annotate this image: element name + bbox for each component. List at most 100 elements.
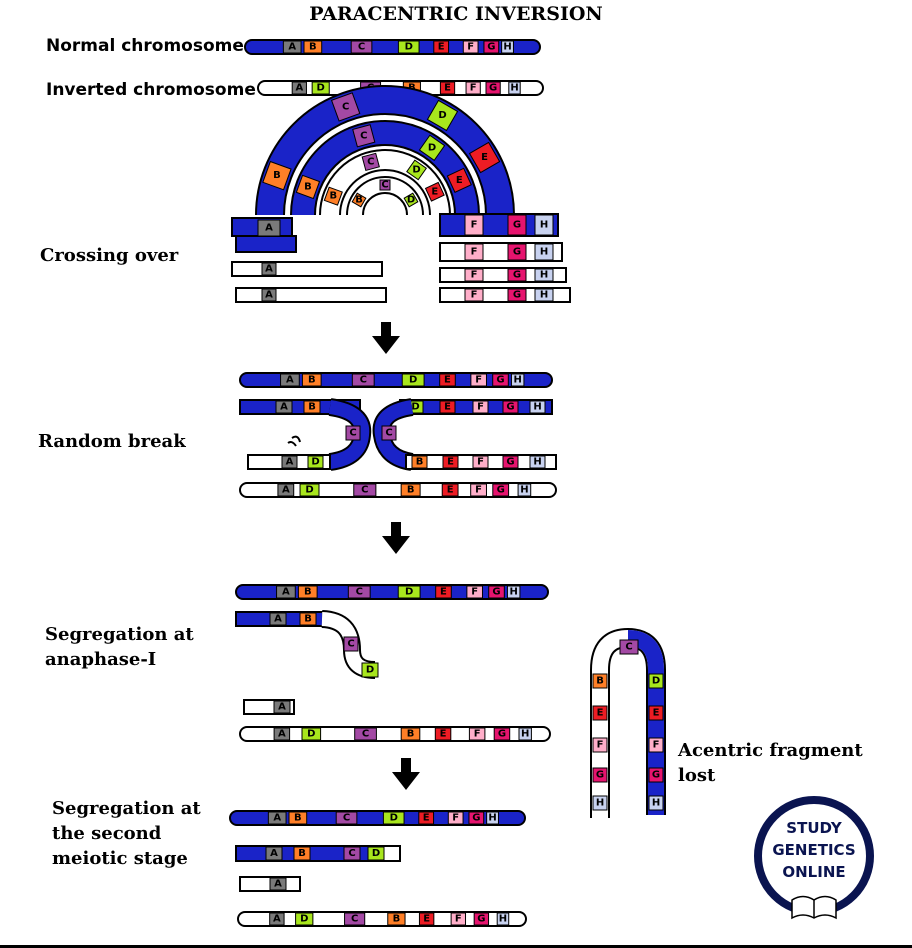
gene-label-H: H — [488, 813, 496, 824]
gene-label-G: G — [489, 83, 497, 94]
gene-band-A — [277, 483, 295, 497]
gene-band-B — [351, 192, 367, 208]
gene-band-B — [299, 612, 317, 626]
gene-band-F — [462, 40, 479, 54]
gene-label-F: F — [470, 83, 477, 94]
arrow-shaft — [381, 322, 391, 338]
gene-label-H: H — [509, 587, 517, 598]
gene-band-H — [508, 81, 521, 95]
arrow-head — [372, 336, 400, 354]
gene-band-A — [265, 846, 283, 861]
gene-band-D — [406, 159, 427, 181]
gene-band-D — [361, 662, 379, 678]
gene-band-F — [468, 727, 486, 741]
gene-band-H — [506, 585, 521, 599]
gene-label-G: G — [513, 247, 521, 258]
gene-label-H: H — [652, 798, 660, 809]
gene-label-C: C — [360, 375, 367, 386]
gene-label-A: A — [265, 223, 273, 234]
gene-band-D — [648, 673, 664, 689]
gene-label-E: E — [447, 457, 454, 468]
gene-band-E — [439, 81, 456, 95]
gene-label-G: G — [498, 729, 506, 740]
gene-label-B: B — [304, 181, 312, 192]
gene-band-C — [347, 585, 371, 599]
gene-band-D — [311, 81, 330, 95]
gene-label-H: H — [503, 42, 511, 53]
gene-band-G — [507, 288, 527, 302]
break-mark — [287, 435, 301, 447]
gene-label-D: D — [366, 665, 374, 676]
gene-band-C — [343, 636, 359, 652]
gene-label-H: H — [520, 485, 528, 496]
gene-band-E — [442, 455, 459, 469]
break-hook-left — [328, 400, 370, 469]
gene-label-F: F — [653, 740, 660, 751]
gene-band-E — [439, 400, 456, 414]
gene-label-F: F — [471, 587, 478, 598]
gene-band-H — [534, 214, 554, 236]
gene-band-B — [592, 673, 608, 689]
gene-band-C — [350, 40, 373, 54]
gene-label-E: E — [438, 42, 445, 53]
gene-label-G: G — [487, 42, 495, 53]
gene-band-C — [344, 912, 366, 926]
gene-label-G: G — [506, 402, 514, 413]
gene-label-H: H — [521, 729, 529, 740]
crossing-left-blue-2 — [235, 235, 297, 253]
gene-label-G: G — [472, 813, 480, 824]
gene-band-G — [493, 727, 511, 741]
gene-label-F: F — [477, 402, 484, 413]
gene-label-E: E — [447, 485, 454, 496]
gene-label-G: G — [496, 375, 504, 386]
gene-band-E — [433, 40, 450, 54]
gene-label-F: F — [471, 270, 478, 281]
logo-text-line-3: ONLINE — [782, 863, 845, 881]
gene-band-H — [510, 373, 525, 387]
gene-label-H: H — [540, 220, 548, 231]
gene-band-H — [496, 912, 510, 926]
gene-label-C: C — [343, 813, 350, 824]
gene-band-D — [397, 40, 420, 54]
gene-label-E: E — [440, 587, 447, 598]
gene-band-E — [435, 585, 452, 599]
gene-band-C — [352, 124, 376, 148]
gene-band-H — [501, 40, 514, 54]
gene-band-B — [303, 400, 321, 414]
gene-label-D: D — [311, 457, 319, 468]
gene-label-C: C — [385, 428, 392, 439]
gene-band-A — [276, 585, 296, 599]
gene-label-C: C — [356, 587, 363, 598]
gene-band-D — [401, 373, 425, 387]
gene-band-A — [257, 219, 281, 237]
gene-label-E: E — [423, 813, 430, 824]
gene-label-B: B — [294, 813, 302, 824]
gene-label-E: E — [440, 729, 447, 740]
gene-band-D — [426, 99, 459, 132]
gene-label-D: D — [652, 676, 660, 687]
gene-band-H — [534, 288, 554, 302]
gene-label-E: E — [481, 152, 488, 163]
gene-band-B — [323, 186, 343, 206]
gene-label-D: D — [307, 729, 315, 740]
gene-band-C — [619, 639, 639, 655]
gene-band-C — [343, 846, 361, 861]
gene-label-C: C — [361, 485, 368, 496]
gene-label-A: A — [295, 83, 303, 94]
gene-label-F: F — [471, 290, 478, 301]
gene-band-A — [269, 612, 287, 626]
gene-band-H — [648, 795, 664, 811]
gene-band-A — [267, 811, 287, 825]
gene-label-E: E — [444, 402, 451, 413]
gene-band-F — [464, 288, 484, 302]
gene-band-B — [400, 483, 421, 497]
gene-label-C: C — [625, 642, 632, 653]
gene-band-D — [403, 192, 419, 208]
gene-band-E — [434, 727, 452, 741]
